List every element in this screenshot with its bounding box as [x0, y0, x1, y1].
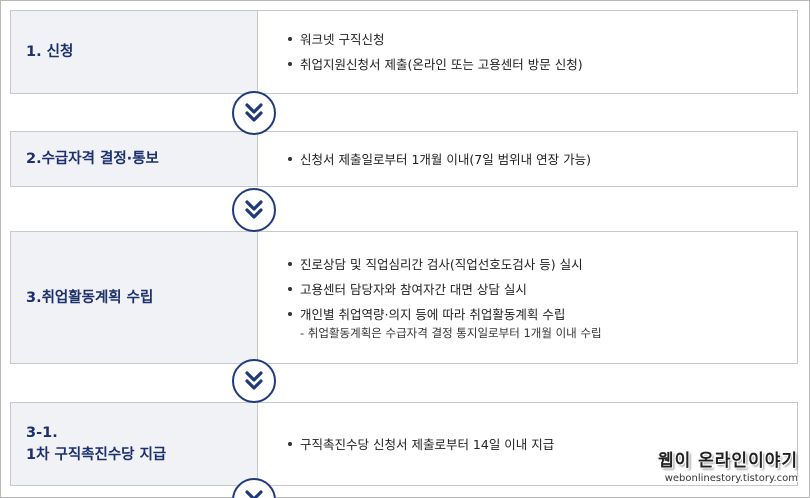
list-item: 신청서 제출일로부터 1개월 이내(7일 범위내 연장 가능): [288, 151, 797, 168]
double-chevron-down-icon: [232, 188, 276, 232]
list-item: 취업지원신청서 제출(온라인 또는 고용센터 방문 신청): [288, 56, 797, 73]
watermark-url: webonlinestory.tistory.com: [664, 473, 798, 484]
step-3-1-title: 3-1. 1차 구직촉진수당 지급: [26, 422, 166, 466]
step-2-content: 신청서 제출일로부터 1개월 이내(7일 범위내 연장 가능): [258, 132, 797, 186]
list-item: 개인별 취업역량·의지 등에 따라 취업활동계획 수립: [288, 306, 797, 323]
step-2-title: 2.수급자격 결정·통보: [26, 151, 159, 167]
list-item: 구직촉진수당 신청서 제출로부터 14일 이내 지급: [288, 436, 797, 453]
step-2: 2.수급자격 결정·통보 신청서 제출일로부터 1개월 이내(7일 범위내 연장…: [10, 131, 798, 187]
step-3-title: 3.취업활동계획 수립: [26, 289, 154, 306]
list-item: 진로상담 및 직업심리간 검사(직업선호도검사 등) 실시: [288, 256, 797, 273]
step-1-content: 워크넷 구직신청 취업지원신청서 제출(온라인 또는 고용센터 방문 신청): [258, 11, 797, 93]
watermark: 웹이 온라인이야기 webonlinestory.tistory.com: [658, 450, 798, 485]
step-3-label-cell: 3.취업활동계획 수립: [11, 232, 258, 363]
list-item: 고용센터 담당자와 참여자간 대면 상담 실시: [288, 281, 797, 298]
step-3-content: 진로상담 및 직업심리간 검사(직업선호도검사 등) 실시 고용센터 담당자와 …: [258, 232, 797, 363]
double-chevron-down-icon: [232, 359, 276, 403]
step-3-1: 3-1. 1차 구직촉진수당 지급 구직촉진수당 신청서 제출로부터 14일 이…: [10, 402, 798, 486]
step-2-label-cell: 2.수급자격 결정·통보: [11, 132, 258, 186]
step-3: 3.취업활동계획 수립 진로상담 및 직업심리간 검사(직업선호도검사 등) 실…: [10, 231, 798, 364]
step-3-1-content: 구직촉진수당 신청서 제출로부터 14일 이내 지급: [258, 403, 797, 485]
step-3-1-title-text: 1차 구직촉진수당 지급: [26, 447, 167, 463]
step-1-label-cell: 1. 신청: [11, 11, 258, 93]
step-1-title: 1. 신청: [26, 44, 74, 60]
step-1: 1. 신청 워크넷 구직신청 취업지원신청서 제출(온라인 또는 고용센터 방문…: [10, 10, 798, 94]
watermark-title: 웹이 온라인이야기: [657, 451, 798, 471]
list-item: 워크넷 구직신청: [288, 31, 797, 48]
list-item-note: - 취업활동계획은 수급자격 결정 통지일로부터 1개월 이내 수립: [300, 326, 602, 340]
step-3-1-title-number: 3-1.: [26, 425, 58, 441]
double-chevron-down-icon: [232, 91, 276, 135]
step-3-1-label-cell: 3-1. 1차 구직촉진수당 지급: [11, 403, 258, 485]
